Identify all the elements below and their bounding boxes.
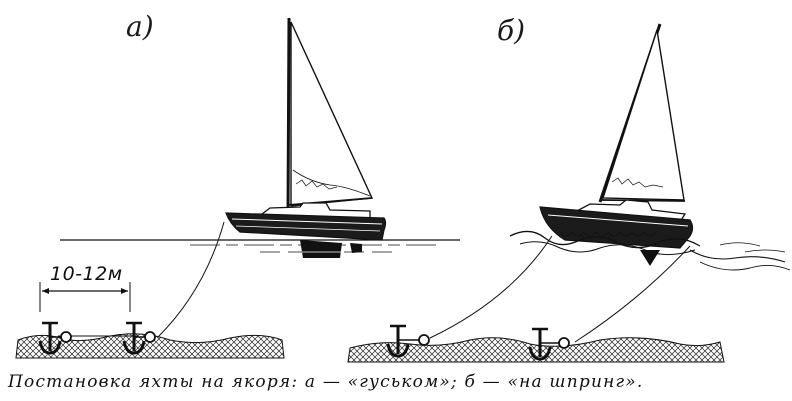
- distance-label: 10-12м: [50, 263, 123, 285]
- figure-caption: Постановка яхты на якоря: а — «гуськом»;…: [8, 372, 644, 392]
- panel-b-label: б): [497, 14, 526, 47]
- panel-a-label: а): [126, 10, 154, 43]
- anchor-icon: [528, 327, 570, 361]
- panel-a-yacht: [60, 17, 460, 258]
- anchor-icon: [38, 321, 72, 355]
- distance-marker: [39, 282, 131, 312]
- anchor-icon: [386, 324, 430, 358]
- panel-b-yacht: [509, 23, 791, 271]
- panel-b-seabed: [347, 337, 725, 363]
- anchor-icon: [122, 321, 156, 355]
- panel-b-anchor-rodes: [429, 235, 691, 343]
